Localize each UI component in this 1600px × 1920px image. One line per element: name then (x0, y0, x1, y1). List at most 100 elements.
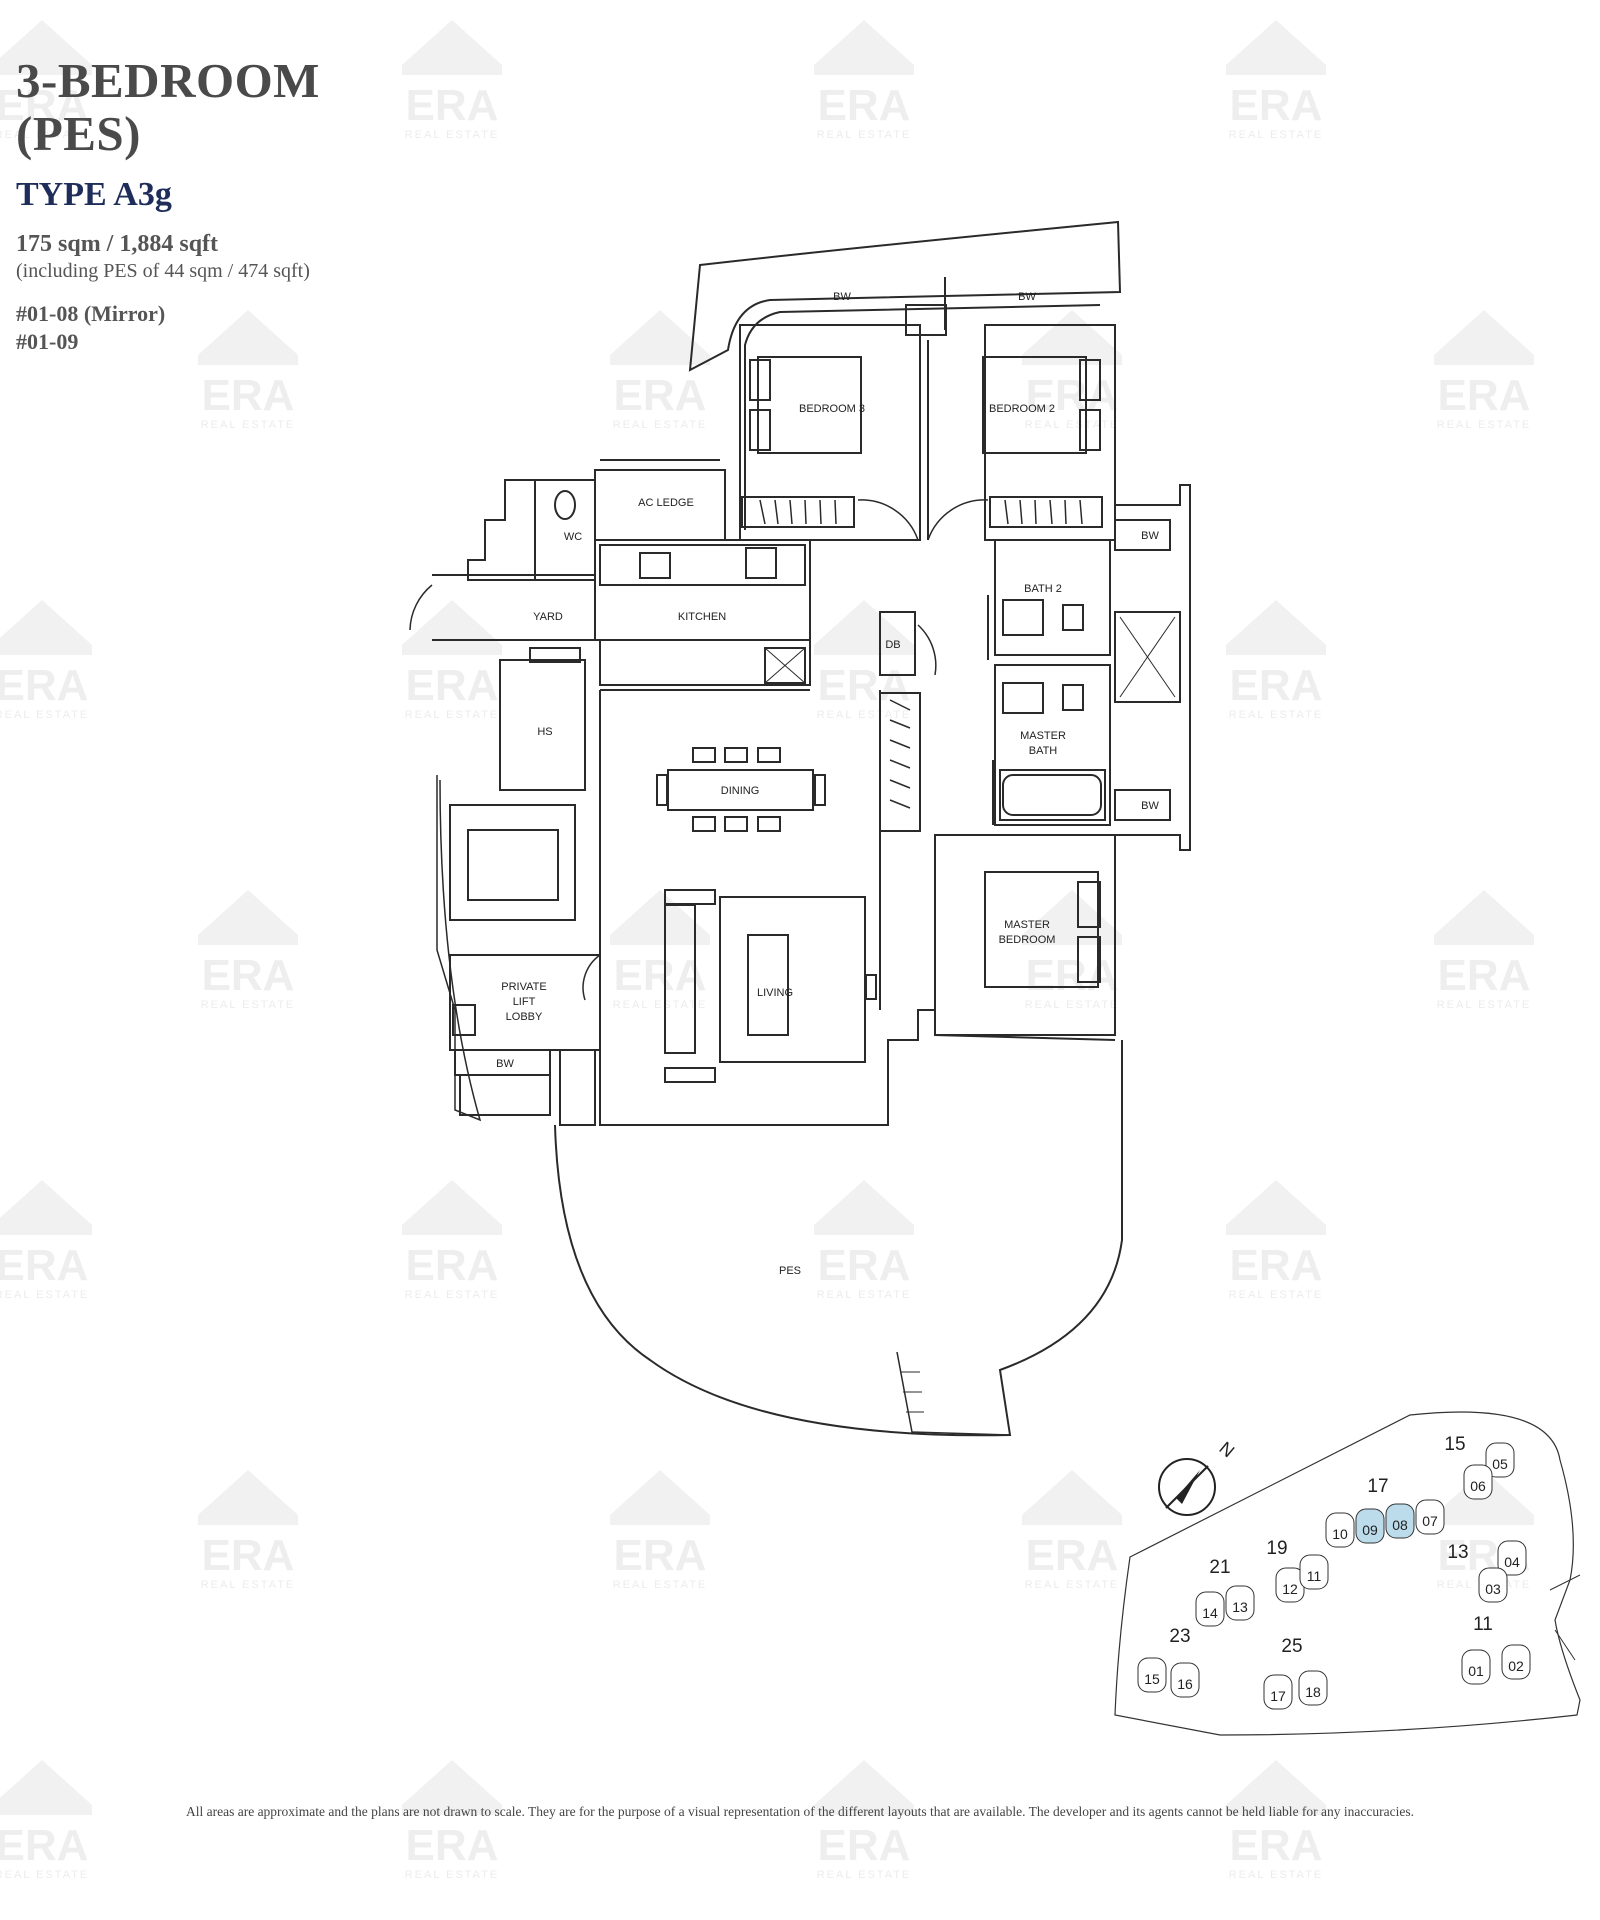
wardrobe-bedroom3 (741, 496, 855, 528)
right-bay-window (1115, 484, 1191, 851)
label-master-bath-2: BATH (1029, 745, 1058, 757)
unit-label: 04 (1504, 1554, 1520, 1570)
block-label: 15 (1444, 1434, 1465, 1455)
unit-label: 16 (1177, 1676, 1193, 1692)
unit-shape (1263, 1674, 1293, 1710)
label-pes: PES (779, 1265, 801, 1277)
label-bedroom3: BEDROOM 3 (799, 403, 865, 415)
watermark-sub: REAL ESTATE (1229, 709, 1324, 721)
watermark-sub: REAL ESTATE (613, 999, 708, 1011)
bath2-outline (994, 539, 1111, 656)
watermark-brand: ERA (614, 951, 707, 1000)
label-bw-bottom-left: BW (496, 1058, 514, 1070)
label-db: DB (885, 639, 900, 651)
label-ac-ledge: AC LEDGE (638, 497, 694, 509)
block-label: 21 (1209, 1557, 1230, 1578)
watermark-sub: REAL ESTATE (1437, 999, 1532, 1011)
unit-label: 17 (1270, 1688, 1286, 1704)
watermark-sub: REAL ESTATE (1229, 1869, 1324, 1881)
watermark-brand: ERA (202, 1531, 295, 1580)
unit-label: 12 (1282, 1581, 1298, 1597)
unit-shape (1501, 1644, 1531, 1680)
bed-bedroom2 (982, 356, 1087, 454)
unit-shape (1415, 1499, 1445, 1535)
watermark-sub: REAL ESTATE (1437, 419, 1532, 431)
block-label: 13 (1447, 1542, 1468, 1563)
watermark-brand: ERA (0, 1821, 88, 1870)
block-label: 11 (1473, 1614, 1493, 1635)
unit-label: 18 (1305, 1684, 1321, 1700)
watermark-brand: ERA (818, 1241, 911, 1290)
north-arrow: N (1158, 1438, 1238, 1516)
block-label: 23 (1169, 1626, 1190, 1647)
watermark-sub: REAL ESTATE (1229, 1289, 1324, 1301)
watermark-brand: ERA (0, 661, 88, 710)
unit-label: 03 (1485, 1581, 1501, 1597)
unit-shape (1298, 1670, 1328, 1706)
unit-shape (1485, 1442, 1515, 1478)
bed-master (984, 871, 1099, 988)
label-master-bedroom-1: MASTER (1004, 919, 1050, 931)
watermark-brand: ERA (614, 371, 707, 420)
watermark-sub: REAL ESTATE (405, 1869, 500, 1881)
unit-label: 08 (1392, 1517, 1408, 1533)
label-kitchen: KITCHEN (678, 611, 726, 623)
watermark-brand: ERA (406, 1241, 499, 1290)
label-bw-top-left: BW (833, 291, 851, 303)
watermark-brand: ERA (1438, 951, 1531, 1000)
watermark-sub: REAL ESTATE (613, 1579, 708, 1591)
unit-label: 01 (1468, 1663, 1484, 1679)
watermark-brand: ERA (1230, 1821, 1323, 1870)
watermark-sub: REAL ESTATE (1025, 1579, 1120, 1591)
unit-shape (1225, 1585, 1255, 1621)
unit-label: 06 (1470, 1478, 1486, 1494)
bed-bedroom3 (757, 356, 862, 454)
unit-label: 07 (1422, 1513, 1438, 1529)
watermark-brand: ERA (406, 81, 499, 130)
watermark-brand: ERA (614, 1531, 707, 1580)
left-core-outline (436, 775, 482, 1122)
watermark-sub: REAL ESTATE (817, 129, 912, 141)
label-lobby-1: PRIVATE (501, 981, 546, 993)
watermark-sub: REAL ESTATE (817, 709, 912, 721)
unit-shape (1170, 1662, 1200, 1698)
master-bedroom-outline (934, 834, 1116, 1036)
unit-label: 13 (1232, 1599, 1248, 1615)
unit-area-note: (including PES of 44 sqm / 474 sqft) (16, 260, 310, 282)
unit-label: 02 (1508, 1658, 1524, 1674)
label-master-bath-1: MASTER (1020, 730, 1066, 742)
unit-type: TYPE A3g (16, 176, 172, 213)
watermark-brand: ERA (0, 81, 88, 130)
lift-core (449, 804, 576, 921)
label-hs: HS (537, 726, 552, 738)
label-lobby-2: LIFT (513, 996, 536, 1008)
watermark-sub: REAL ESTATE (405, 129, 500, 141)
unit-shape-highlighted (1355, 1508, 1385, 1544)
master-bath-outline (994, 664, 1111, 826)
unit-label: 11 (1307, 1568, 1322, 1584)
watermark-sub: REAL ESTATE (817, 1289, 912, 1301)
watermark-brand: ERA (1026, 951, 1119, 1000)
label-wc: WC (564, 531, 582, 543)
watermark-sub: REAL ESTATE (817, 1869, 912, 1881)
unit-label: 09 (1362, 1522, 1378, 1538)
watermark-sub: REAL ESTATE (201, 1579, 296, 1591)
